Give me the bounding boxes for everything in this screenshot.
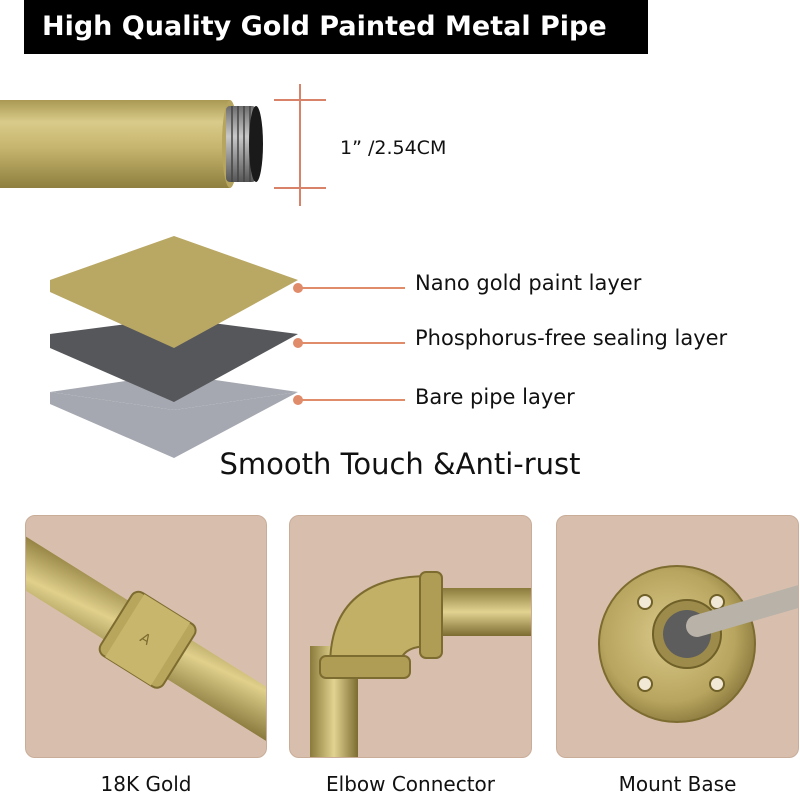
- pipe-dimension-illustration: [0, 84, 326, 206]
- dimension-marker: [274, 84, 326, 206]
- caption-18k-gold: 18K Gold: [100, 772, 192, 796]
- floor-flange-image: [598, 565, 798, 723]
- layer-label-gold: Nano gold paint layer: [415, 271, 642, 295]
- elbow-connector-image: [310, 571, 531, 757]
- layer-label-sealing: Phosphorus-free sealing layer: [415, 326, 728, 350]
- pipe-thread: [226, 106, 256, 182]
- gold-paint-layer-shape: [50, 236, 298, 348]
- layer-label-bare: Bare pipe layer: [415, 385, 575, 409]
- pipe-body: [0, 100, 230, 188]
- sealing-layer-shape: [50, 318, 298, 402]
- photo-mount-base: [556, 515, 799, 758]
- caption-elbow-connector: Elbow Connector: [326, 772, 495, 796]
- feature-subtitle: Smooth Touch &Anti-rust: [219, 447, 581, 481]
- photo-18k-gold: A: [25, 515, 267, 758]
- bare-pipe-layer-shape-bottom: [50, 392, 298, 458]
- title-banner: High Quality Gold Painted Metal Pipe: [24, 0, 648, 54]
- photo-elbow-connector: [289, 515, 532, 758]
- page-title: High Quality Gold Painted Metal Pipe: [42, 11, 607, 42]
- layer-diagram: [50, 236, 405, 458]
- pipe-coupling-image: A: [26, 523, 266, 757]
- diameter-label: 1” /2.54CM: [340, 137, 447, 159]
- caption-mount-base: Mount Base: [618, 772, 737, 796]
